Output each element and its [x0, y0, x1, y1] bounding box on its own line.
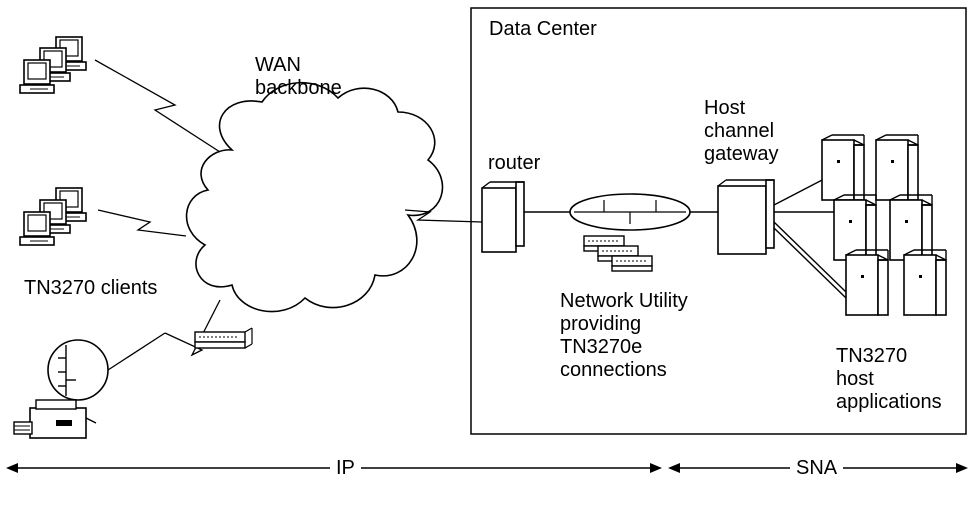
host-apps-line-1: TN3270: [836, 345, 908, 367]
host-link-1: [773, 177, 827, 206]
nu-line-3: TN3270e: [560, 336, 643, 358]
nu-line-2: providing: [560, 313, 642, 335]
wan-cloud: [185, 81, 444, 313]
wan-link-top: [94, 59, 221, 153]
host-apps-label: TN3270 host applications: [836, 345, 942, 414]
router-label: router: [488, 152, 541, 174]
remote-device-icon: [194, 327, 253, 349]
gateway-label-line-3: gateway: [704, 143, 779, 165]
sna-label: SNA: [790, 457, 844, 479]
wan-link-middle: [97, 209, 187, 237]
printer-icon: [13, 399, 97, 439]
nu-line-4: connections: [560, 359, 667, 381]
router-icon: [481, 181, 525, 253]
wan-label-line-1: WAN: [255, 54, 301, 76]
gateway-label-line-2: channel: [704, 120, 775, 142]
wan-label-line-2: backbone: [255, 77, 342, 99]
data-center-label: Data Center: [489, 18, 597, 40]
network-utility-label: Network Utility providing TN3270e connec…: [560, 290, 688, 382]
pc-stack-top: [19, 36, 87, 94]
gateway-label-line-1: Host: [704, 97, 746, 119]
clients-label: TN3270 clients: [24, 277, 158, 299]
wan-backbone-label: WAN backbone: [255, 54, 342, 100]
wan-link-printer: [164, 299, 221, 357]
host-apps-line-3: applications: [836, 391, 942, 413]
wan-router-link: [404, 209, 483, 223]
nu-line-1: Network Utility: [560, 290, 688, 312]
host-link-3: [773, 221, 847, 293]
gateway-icon: [717, 179, 775, 255]
network-utility-icon: [583, 235, 653, 272]
printer-lan-circle: [47, 339, 109, 401]
host-apps-line-2: host: [836, 368, 874, 390]
ip-label: IP: [330, 457, 361, 479]
gateway-label: Host channel gateway: [704, 97, 779, 166]
host-mainframes: [821, 134, 947, 316]
pc-stack-middle: [19, 187, 87, 246]
data-center-box: [470, 7, 967, 435]
